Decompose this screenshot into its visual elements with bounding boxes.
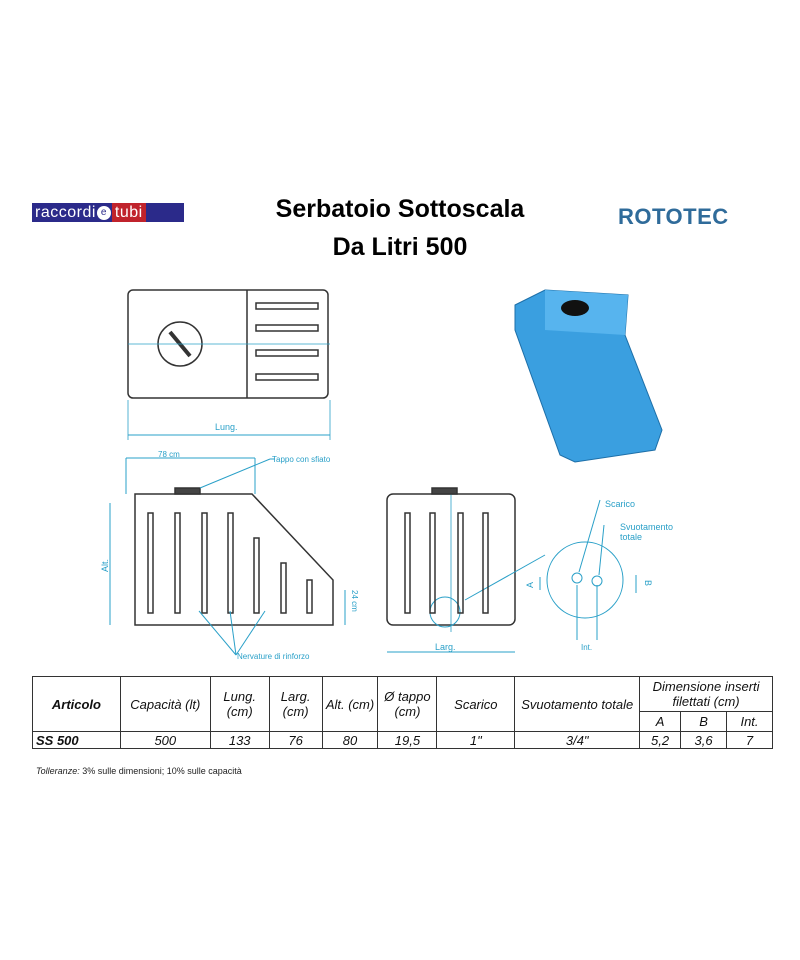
lung-label: Lung. (215, 422, 238, 432)
int-label: Int. (581, 643, 592, 652)
cell-b: 3,6 (680, 731, 727, 749)
tappo-label: Tappo con sfiato (272, 455, 331, 464)
larg-label: Larg. (435, 642, 456, 652)
a-label: A (525, 582, 535, 588)
rototec-logo: ROTOTEC (618, 204, 729, 229)
scarico-label: Scarico (605, 499, 635, 509)
logo-text: tubi (111, 203, 146, 222)
svuotamento-label: Svuotamento (620, 522, 673, 532)
header-lung: Lung. (cm) (209, 676, 270, 732)
header-inserti: Dimensione inserti filettati (cm) (639, 676, 773, 712)
header-svuotamento: Svuotamento totale (514, 676, 641, 732)
alt-label: Alt. (100, 559, 110, 572)
dim-78-label: 78 cm (158, 450, 180, 459)
title-line1: Serbatoio Sottoscala (275, 195, 525, 223)
tank-3d-render (514, 289, 663, 463)
header-capacita: Capacità (lt) (119, 676, 211, 732)
header-tappo: Ø tappo (cm) (377, 676, 438, 732)
cell-capacita: 500 (119, 731, 211, 749)
cell-scarico: 1" (436, 731, 516, 749)
b-label: B (643, 580, 653, 586)
nervature-label: Nervature di rinforzo (237, 652, 310, 661)
logo-e: e (96, 205, 111, 220)
title-line2: Da Litri 500 (332, 233, 468, 261)
dim-24-label: 24 cm (350, 590, 359, 612)
specs-table: Articolo Capacità (lt) Lung. (cm) Larg. … (32, 676, 774, 749)
technical-drawings: Lung. 78 cm Tappo con sfiato Alt. 24 cm … (100, 289, 673, 661)
logo-text: raccordi (35, 204, 96, 221)
totale-label: totale (620, 532, 642, 542)
cell-int: 7 (725, 731, 774, 749)
header-a: A (639, 711, 682, 732)
header-larg: Larg. (cm) (268, 676, 323, 732)
cell-alt: 80 (321, 731, 379, 749)
cell-articolo: SS 500 (32, 731, 121, 749)
note-text: 3% sulle dimensioni; 10% sulle capacità (79, 766, 242, 776)
header-int: Int. (725, 711, 774, 732)
tolerance-note: Tolleranze: 3% sulle dimensioni; 10% sul… (36, 766, 242, 776)
header-b: B (680, 711, 727, 732)
top-view (127, 289, 331, 440)
header-alt: Alt. (cm) (321, 676, 379, 732)
table-row: SS 500 500 133 76 80 19,5 1" 3/4" 5,2 3,… (32, 731, 774, 749)
cell-larg: 76 (268, 731, 323, 749)
side-view (134, 487, 334, 626)
cell-lung: 133 (209, 731, 270, 749)
note-label: Tolleranze: (36, 766, 80, 776)
cell-a: 5,2 (639, 731, 682, 749)
header-articolo: Articolo (32, 676, 121, 732)
header-scarico: Scarico (436, 676, 516, 732)
cell-tappo: 19,5 (377, 731, 438, 749)
cell-svuotamento: 3/4" (514, 731, 641, 749)
